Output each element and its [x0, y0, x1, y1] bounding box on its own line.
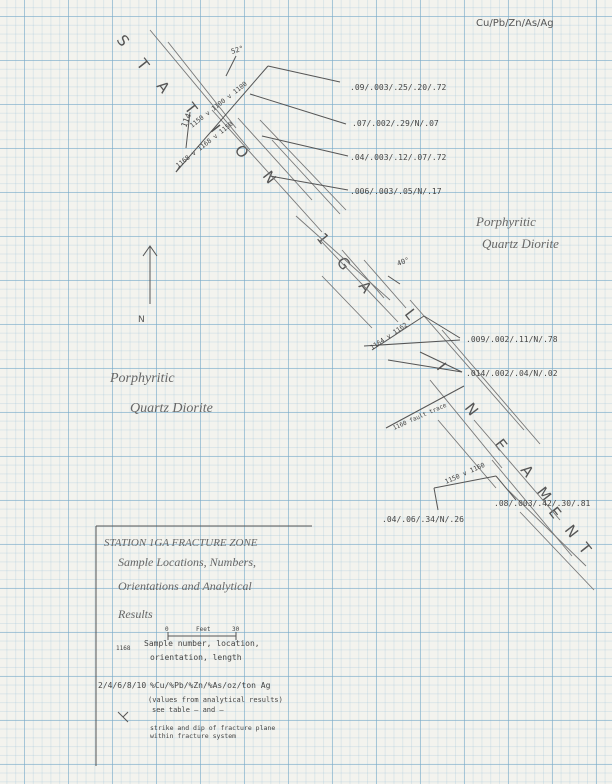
result-8: .04/.06/.34/N/.26: [382, 515, 464, 524]
legend-title: STATION 1GA FRACTURE ZONE: [104, 537, 258, 549]
dip-angle-mid: 40°: [396, 256, 411, 268]
format-desc: %Cu/%Pb/%Zn/%As/oz/ton Ag: [150, 681, 271, 690]
analytical-results: .09/.003/.25/.20/.72 .07/.002/.29/N/.07 …: [350, 83, 591, 524]
scale-label: Feet: [196, 626, 211, 633]
legend-line-2: Sample Locations, Numbers,: [118, 555, 256, 569]
legend-line-4: Results: [117, 607, 153, 621]
north-arrow: N: [138, 245, 158, 325]
lineament-letter: T: [574, 539, 595, 559]
result-7: .08/.003/.42/.30/.81: [494, 499, 591, 508]
scale-end: 30: [232, 626, 240, 633]
result-1: .09/.003/.25/.20/.72: [350, 83, 447, 92]
rock-unit-right-1: Porphyritic: [475, 214, 536, 229]
result-3: .04/.003/.12/.07/.72: [350, 153, 447, 162]
format-note-2: see table — and —: [152, 706, 224, 714]
dip-angle-top: 52°: [230, 44, 245, 56]
lineament-letter: I: [433, 359, 450, 374]
rock-unit-left-2: Quartz Diorite: [130, 401, 213, 416]
legend-line-3: Orientations and Analytical: [118, 579, 252, 593]
strike-desc-2: within fracture system: [150, 732, 236, 740]
lineament-letter: T: [132, 55, 153, 75]
format-key: 2/4/6/8/10: [98, 681, 146, 690]
lineament-letter: N: [461, 399, 482, 419]
element-list-header: Cu/Pb/Zn/As/Ag: [476, 18, 554, 29]
north-arrow-label: N: [138, 315, 145, 325]
sample-label-mid: 1164 v 1162: [369, 321, 409, 352]
lineament-letter: A: [153, 77, 174, 97]
legend: STATION 1GA FRACTURE ZONE Sample Locatio…: [95, 525, 312, 766]
strike-desc: strike and dip of fracture plane: [150, 724, 275, 732]
lineament-letter: A: [517, 461, 538, 481]
format-note: (values from analytical results): [148, 696, 283, 704]
sample-desc-2: orientation, length: [150, 653, 242, 662]
result-5: .009/.002/.11/N/.78: [466, 335, 558, 344]
scale-zero: 0: [165, 626, 169, 633]
lineament-letter: N: [561, 521, 582, 541]
result-6: .014/.002/.04/N/.02: [466, 369, 558, 378]
rock-unit-left-1: Porphyritic: [109, 371, 175, 386]
result-2: .07/.002/.29/N/.07: [352, 119, 439, 128]
fracture-hatch-lines: [149, 29, 595, 591]
result-4: .006/.003/.05/N/.17: [350, 187, 442, 196]
rock-unit-right-2: Quartz Diorite: [482, 236, 559, 251]
sample-key: 1168: [116, 645, 131, 652]
lineament-letter: 1: [313, 229, 333, 248]
sample-desc: Sample number, location,: [144, 639, 260, 648]
fault-trace-label: 1160 fault trace: [392, 402, 448, 432]
sample-traces: [175, 55, 517, 511]
lineament-letter: S: [113, 31, 133, 50]
